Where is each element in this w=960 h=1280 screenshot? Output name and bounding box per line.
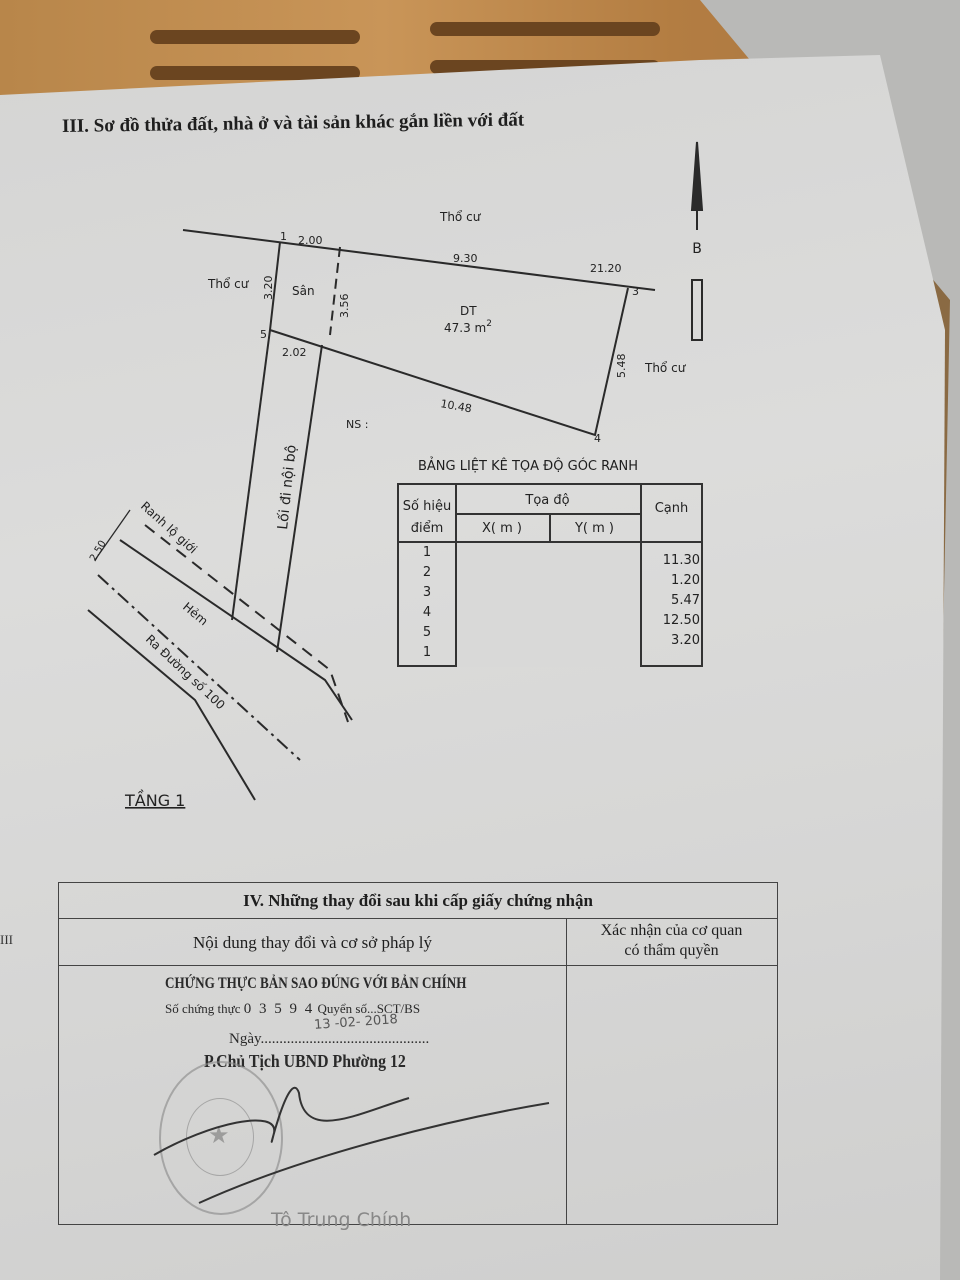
dim-bottom-left: 2.02: [282, 346, 307, 359]
redacted-coordinates: [457, 543, 640, 667]
row-point: 4: [422, 605, 432, 620]
ns-label: NS :: [346, 418, 368, 431]
boundary-line: [144, 524, 349, 723]
stamp-heading: CHỨNG THỰC BẢN SAO ĐÚNG VỚI BẢN CHÍNH: [165, 975, 467, 992]
dim-top-right: 21.20: [590, 262, 622, 275]
row-edge: 12.50: [662, 613, 700, 628]
dim-mid-vertical: 3.56: [338, 294, 351, 319]
header-edge: Cạnh: [654, 501, 689, 516]
dim-left: 3.20: [262, 276, 275, 301]
dim-top-left: 2.00: [298, 234, 323, 247]
header-x: X( m ): [482, 521, 522, 536]
alley-label: Hẻm: [180, 600, 211, 629]
alley-width-dimension: [94, 509, 131, 561]
north-arrow-head-icon: [690, 141, 704, 211]
yard-divider-line: [329, 246, 341, 336]
floor-label: TẦNG 1: [124, 789, 185, 810]
neighbor-top: Thổ cư: [439, 210, 482, 224]
north-label: B: [692, 241, 702, 257]
row-edge: 11.30: [662, 553, 700, 568]
neighbor-left: Thổ cư: [207, 277, 250, 291]
col-content-header: Nội dung thay đổi và cơ sở pháp lý: [193, 933, 432, 952]
section4-title: IV. Những thay đổi sau khi cấp giấy chứn…: [243, 891, 593, 910]
walkway-right-line: [276, 344, 323, 653]
signer-name: Tô Trung Chính: [271, 1209, 412, 1231]
row-point: 2: [422, 565, 432, 580]
row-point: 1: [422, 545, 432, 560]
north-arrow-tail-icon: [691, 279, 703, 341]
changes-table: IV. Những thay đổi sau khi cấp giấy chứn…: [58, 882, 778, 1231]
road-edge-line: [87, 609, 256, 801]
signer-title: P.Chủ Tịch UBND Phường 12: [204, 1051, 406, 1071]
walkway-left-line: [231, 329, 271, 621]
row-edge: 3.20: [671, 633, 700, 648]
header-y: Y( m ): [574, 521, 614, 536]
dim-bottom: 10.48: [439, 397, 472, 415]
point-label: 1: [280, 230, 287, 243]
header-coords: Tọa độ: [525, 493, 570, 508]
row-point: 5: [422, 625, 432, 640]
row-point: 1: [422, 645, 432, 660]
top-boundary-line: [182, 229, 656, 291]
signature: [153, 1086, 550, 1204]
plot-outline: [268, 241, 629, 437]
dim-top-mid: 9.30: [453, 252, 478, 265]
wood-slot: [430, 22, 660, 36]
coordinate-table: Số hiệu điểm Tọa độ X( m ) Y( m ) Cạnh 1…: [397, 483, 703, 667]
official-seal: ★: [159, 1061, 283, 1215]
row-point: 3: [422, 585, 432, 600]
yard-label: Sân: [292, 284, 315, 298]
dim-alley-width: 2.50: [88, 539, 109, 564]
row-edge: 1.20: [671, 573, 700, 588]
area-label: DT: [460, 304, 477, 318]
coord-table-title: BẢNG LIỆT KÊ TỌA ĐỘ GÓC RANH: [418, 459, 639, 474]
cert-number-line: Số chứng thực 0 3 5 9 4 Quyển số...SCT/B…: [165, 1001, 421, 1017]
date-label: Ngày....................................…: [229, 1031, 430, 1047]
point-label: 4: [594, 432, 601, 445]
margin-fragment: III: [0, 932, 13, 947]
neighbor-right: Thổ cư: [644, 361, 687, 375]
header-point-line1: Số hiệu: [402, 499, 452, 514]
wood-slot: [150, 66, 360, 80]
dim-right: 5.48: [615, 354, 628, 379]
header-point-line2: điểm: [410, 521, 444, 536]
road-label: Ra Đường số 100: [143, 632, 228, 712]
wood-slot: [150, 30, 360, 44]
point-label: 3: [632, 285, 639, 298]
alley-edge-line: [119, 539, 353, 721]
area-value: 47.3 m2: [444, 319, 492, 335]
row-edge: 5.47: [671, 593, 700, 608]
point-label: 5: [260, 328, 267, 341]
center-line: [97, 574, 301, 761]
